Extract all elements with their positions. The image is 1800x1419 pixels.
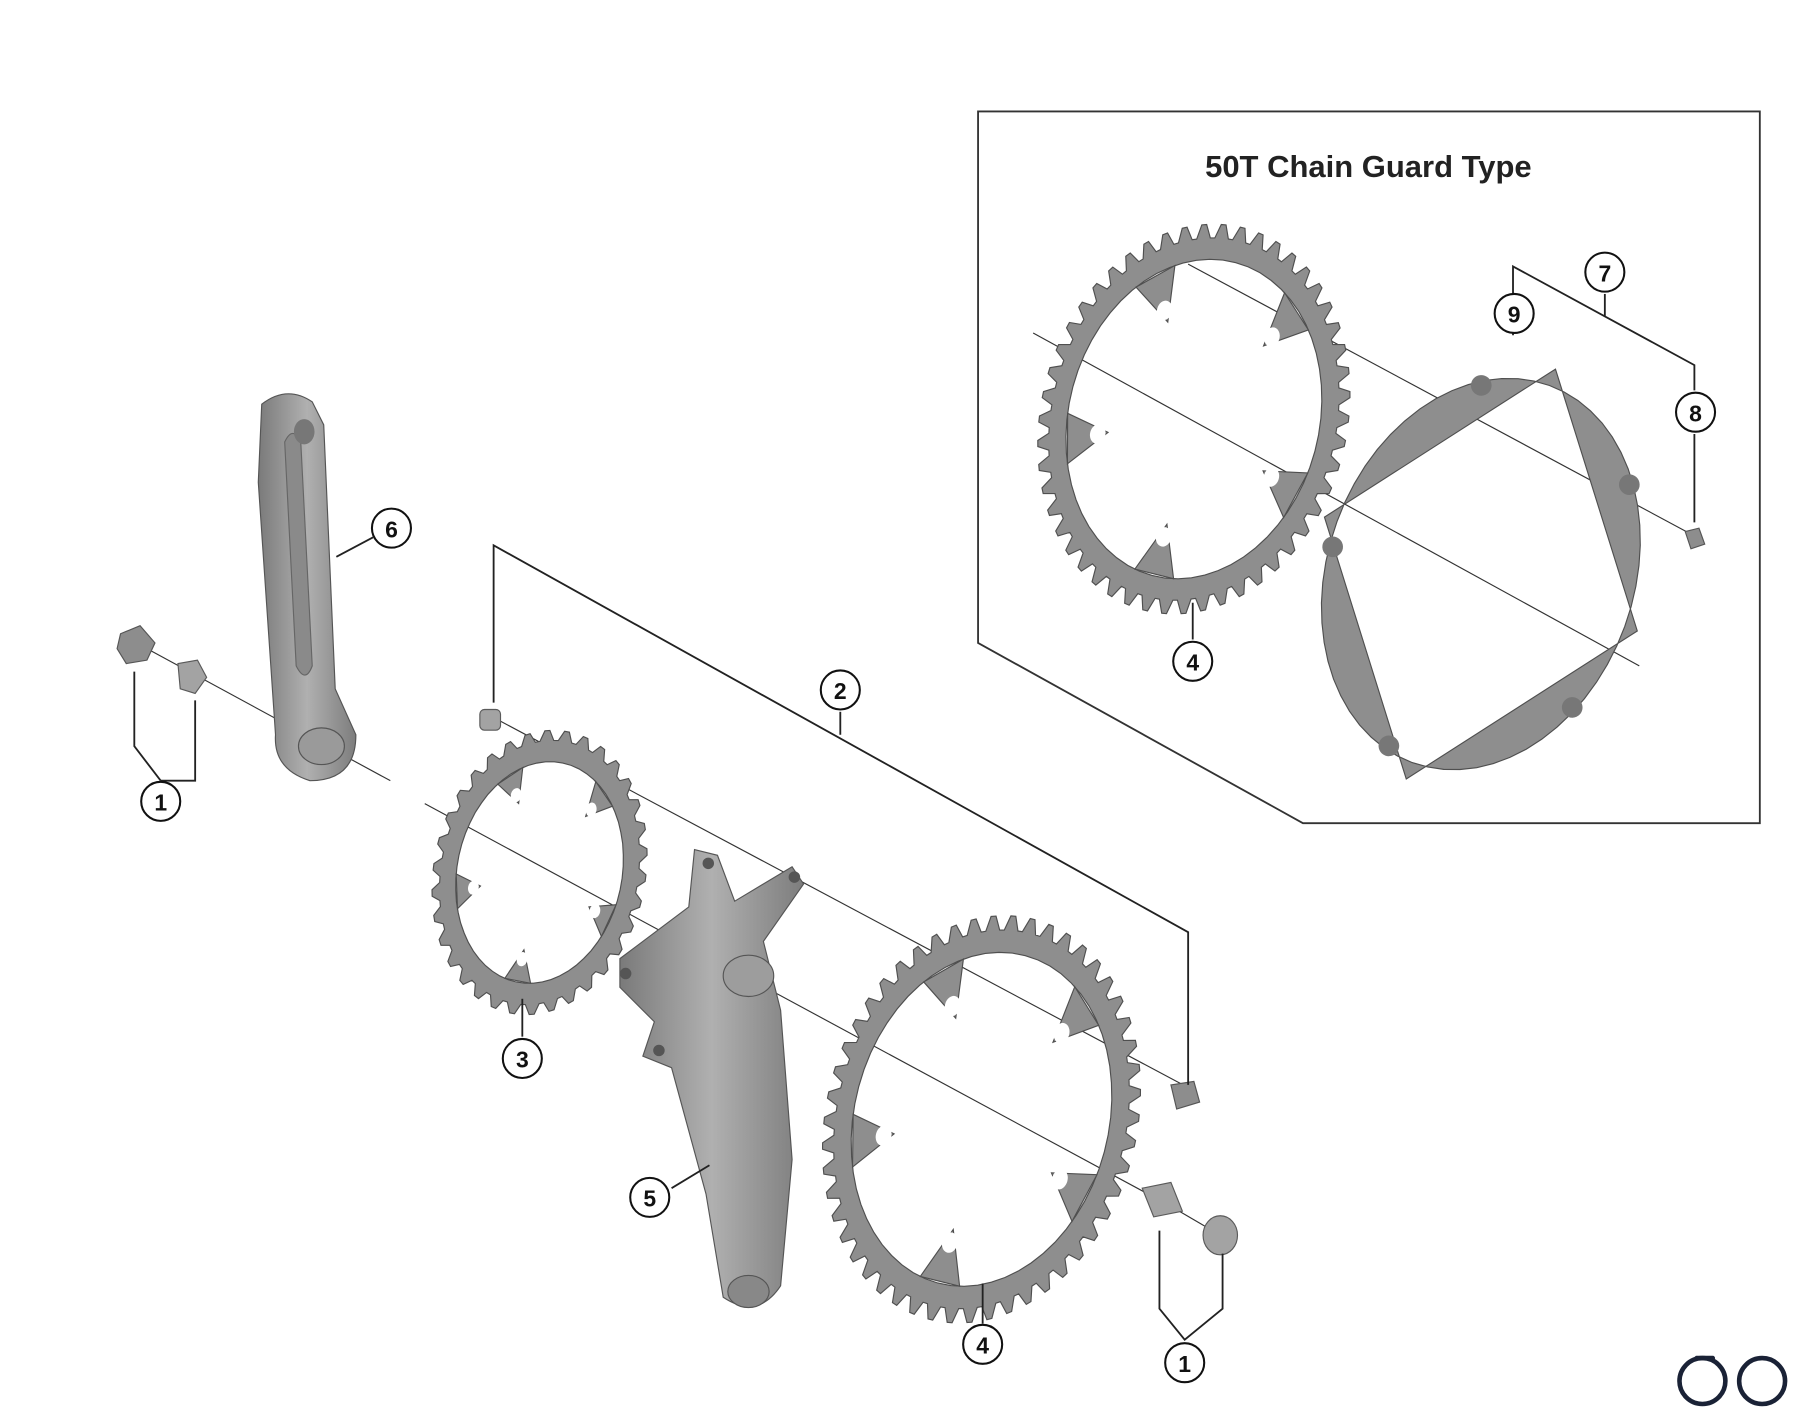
svg-text:1: 1: [1178, 1351, 1191, 1377]
svg-text:4: 4: [1186, 649, 1199, 675]
left-crank-arm: [257, 393, 357, 782]
svg-text:3: 3: [516, 1047, 529, 1073]
right-crank-arm: [619, 848, 805, 1309]
callout-5: 5: [629, 1176, 671, 1218]
callout-4-main: 4: [962, 1323, 1004, 1365]
svg-text:7: 7: [1598, 260, 1611, 286]
callout-6: 6: [370, 507, 413, 549]
bicycle-icon: [1677, 1355, 1788, 1407]
chain-guard: [1320, 368, 1641, 780]
chainring-small-34t: [431, 729, 648, 1016]
callout-1-right: 1: [1164, 1342, 1206, 1384]
chainring-inset-50t: [1037, 223, 1351, 615]
callout-4-inset: 4: [1172, 640, 1214, 682]
chainring-large-50t: [821, 915, 1142, 1324]
svg-text:9: 9: [1508, 302, 1521, 328]
svg-text:4: 4: [976, 1332, 989, 1358]
inset-title: 50T Chain Guard Type: [1205, 149, 1532, 184]
fixing-bolts: [116, 527, 1706, 1256]
callout-2: 2: [819, 669, 861, 711]
inset-frame: [977, 110, 1761, 825]
svg-text:1: 1: [154, 789, 167, 815]
callout-7: 7: [1584, 251, 1626, 293]
svg-text:5: 5: [643, 1186, 656, 1212]
svg-text:2: 2: [834, 678, 847, 704]
callout-9: 9: [1493, 292, 1535, 335]
callout-3: 3: [501, 1037, 543, 1080]
callout-8: 8: [1674, 391, 1717, 433]
svg-text:8: 8: [1689, 400, 1702, 426]
svg-text:6: 6: [385, 516, 398, 542]
callout-1-left: 1: [140, 780, 182, 822]
leader-lines: [133, 264, 1696, 1342]
